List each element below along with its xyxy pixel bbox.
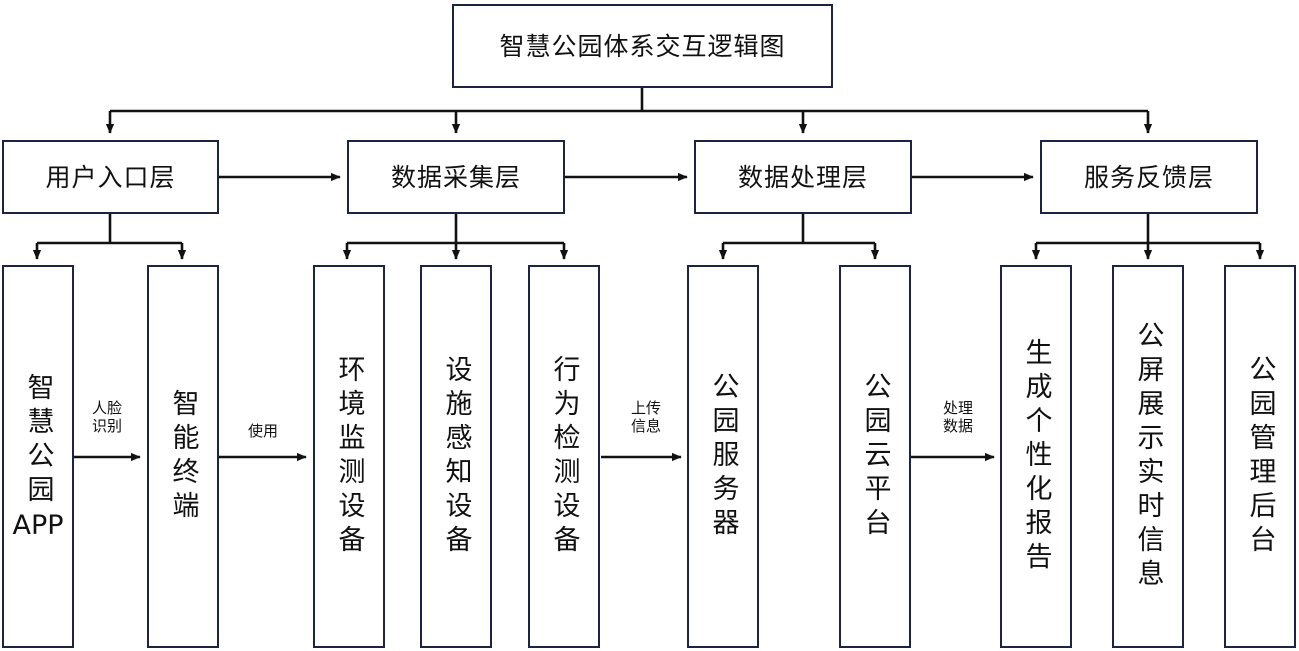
leaf-box-personalized-report[interactable]: 生成个性化报告 — [1000, 265, 1072, 648]
leaf-label-behavior-detect-device: 行为检测设备 — [548, 354, 580, 559]
edge-label-process-data: 处理 数据 — [942, 399, 973, 435]
layer-box-user-entry[interactable]: 用户入口层 — [2, 140, 219, 214]
leaf-label-park-cloud-platform: 公园云平台 — [859, 371, 891, 542]
layer-box-data-collection[interactable]: 数据采集层 — [347, 140, 565, 214]
diagram-title-box: 智慧公园体系交互逻辑图 — [452, 4, 833, 88]
layer-box-data-processing[interactable]: 数据处理层 — [694, 140, 912, 214]
layer-box-service-feedback[interactable]: 服务反馈层 — [1040, 140, 1258, 214]
leaf-box-park-cloud-platform[interactable]: 公园云平台 — [839, 265, 911, 648]
leaf-box-park-admin-backend[interactable]: 公园管理后台 — [1224, 265, 1296, 648]
edge-label-upload-info: 上传 信息 — [630, 399, 661, 435]
leaf-box-public-screen-realtime[interactable]: 公屏展示实时信息 — [1112, 265, 1184, 648]
leaf-label-facility-sensing-device: 设施感知设备 — [440, 354, 472, 559]
edge-label-face-recognition: 人脸 识别 — [91, 399, 122, 435]
layer-label-service-feedback: 服务反馈层 — [1083, 162, 1214, 192]
leaf-box-smart-park-app[interactable]: 智慧公园 APP — [2, 265, 74, 648]
layer-label-data-collection: 数据采集层 — [390, 162, 521, 192]
leaf-box-behavior-detect-device[interactable]: 行为检测设备 — [528, 265, 600, 648]
leaf-label-smart-park-app: 智慧公园 — [22, 372, 54, 509]
diagram-title-text: 智慧公园体系交互逻辑图 — [499, 31, 786, 61]
leaf-content-smart-park-app: 智慧公园 APP — [12, 373, 63, 540]
leaf-label-env-monitor-device: 环境监测设备 — [333, 354, 365, 559]
layer-label-data-processing: 数据处理层 — [737, 162, 868, 192]
leaf-label-park-admin-backend: 公园管理后台 — [1244, 354, 1276, 559]
leaf-box-facility-sensing-device[interactable]: 设施感知设备 — [420, 265, 492, 648]
leaf-box-env-monitor-device[interactable]: 环境监测设备 — [313, 265, 385, 648]
layer-label-user-entry: 用户入口层 — [45, 162, 176, 192]
edge-label-use: 使用 — [247, 422, 278, 440]
leaf-label-public-screen-realtime: 公屏展示实时信息 — [1132, 320, 1164, 593]
leaf-suffix-smart-park-app: APP — [12, 509, 64, 541]
leaf-label-smart-terminal: 智能终端 — [167, 388, 199, 525]
leaf-label-park-server: 公园服务器 — [707, 371, 739, 542]
leaf-box-park-server[interactable]: 公园服务器 — [687, 265, 759, 648]
leaf-box-smart-terminal[interactable]: 智能终端 — [147, 265, 219, 648]
leaf-label-personalized-report: 生成个性化报告 — [1020, 337, 1052, 576]
